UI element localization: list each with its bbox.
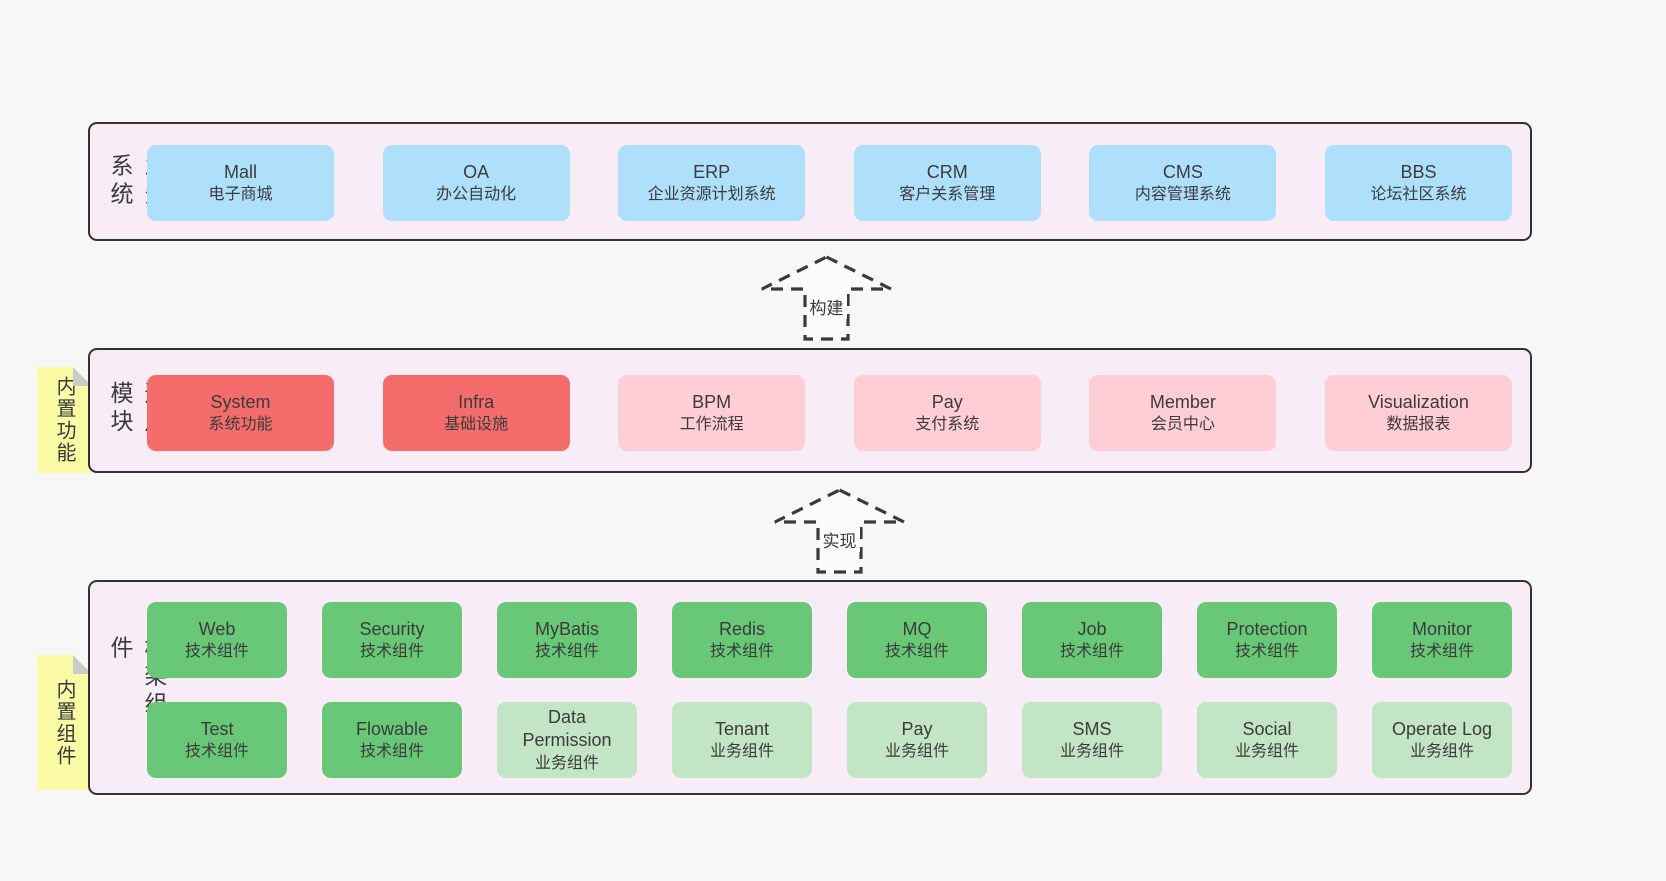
box-desc: 电子商城 [208,186,273,204]
box-desc: 工作流程 [679,416,744,434]
box-name: SMS [1072,718,1112,739]
box-desc: 业务组件 [1409,743,1474,761]
box-oa: OA 办公自动化 [382,145,570,221]
box-member: Member 会员中心 [1089,375,1277,451]
box-name: CRM [926,161,968,182]
box-name: CMS [1162,161,1203,182]
box-desc: 技术组件 [359,743,424,761]
box-visualization: Visualization 数据报表 [1324,375,1512,451]
business-systems-row: Mall 电子商城 OA 办公自动化 ERP 企业资源计划系统 CRM 客户关系… [147,145,1512,221]
band-common-modules: 通用模块 System 系统功能 Infra 基础设施 BPM 工作流程 Pay… [88,348,1532,473]
box-desc: 基础设施 [444,416,509,434]
box-desc: 技术组件 [709,643,774,661]
box-redis: Redis 技术组件 [672,602,812,678]
sticky-note-label: 内置组件 [53,678,75,767]
box-name: Operate Log [1391,718,1493,739]
common-modules-row: System 系统功能 Infra 基础设施 BPM 工作流程 Pay 支付系统… [147,375,1512,451]
box-desc: 技术组件 [184,643,249,661]
arrow-build-label: 构建 [806,294,847,319]
box-name: BBS [1400,161,1437,182]
box-erp: ERP 企业资源计划系统 [618,145,806,221]
box-desc: 技术组件 [359,643,424,661]
box-name: Tenant [714,718,770,739]
box-name: Social [1242,718,1292,739]
box-desc: 技术组件 [534,643,599,661]
band-business-systems: 业务系统 Mall 电子商城 OA 办公自动化 ERP 企业资源计划系统 CRM… [88,122,1532,241]
box-job: Job 技术组件 [1022,602,1162,678]
box-name: System [210,391,271,412]
box-name: Job [1077,618,1107,639]
sticky-note-label: 内置功能 [53,376,75,464]
box-desc: 企业资源计划系统 [647,186,776,204]
box-name: MyBatis [534,618,599,639]
box-bbs: BBS 论坛社区系统 [1324,145,1512,221]
box-name: Infra [458,391,495,412]
box-desc: 办公自动化 [436,186,517,204]
box-desc: 系统功能 [208,416,273,434]
box-bpm: BPM 工作流程 [618,375,806,451]
box-desc: 技术组件 [1234,643,1299,661]
box-operate-log: Operate Log 业务组件 [1372,702,1512,778]
box-pay-component: Pay 业务组件 [847,702,987,778]
box-desc: 技术组件 [884,643,949,661]
box-security: Security 技术组件 [322,602,462,678]
box-desc: 客户关系管理 [899,186,996,204]
box-name: OA [463,161,490,182]
box-name: Pay [931,391,963,412]
box-desc: 内容管理系统 [1134,186,1231,204]
box-name: Mall [223,161,257,182]
box-tenant: Tenant 业务组件 [672,702,812,778]
box-desc: 业务组件 [709,743,774,761]
box-desc: 业务组件 [884,743,949,761]
box-test: Test 技术组件 [147,702,287,778]
arrow-build: 构建 [758,254,895,342]
box-name: MQ [902,618,932,639]
box-name: Pay [901,718,933,739]
arrow-implement-label: 实现 [819,527,860,552]
box-crm: CRM 客户关系管理 [853,145,1041,221]
box-desc: 会员中心 [1150,416,1215,434]
box-infra: Infra 基础设施 [382,375,570,451]
box-mq: MQ 技术组件 [847,602,987,678]
box-flowable: Flowable 技术组件 [322,702,462,778]
box-name: Protection [1226,618,1308,639]
box-system: System 系统功能 [147,375,334,451]
box-name: Security [359,618,425,639]
box-data-permission: Data Permission 业务组件 [497,702,637,778]
sticky-note-builtin-features: 内置功能 [37,367,92,473]
framework-components-row-1: Web 技术组件 Security 技术组件 MyBatis 技术组件 Redi… [147,602,1512,678]
box-web: Web 技术组件 [147,602,287,678]
box-cms: CMS 内容管理系统 [1089,145,1277,221]
box-desc: 技术组件 [1059,643,1124,661]
framework-components-row-2: Test 技术组件 Flowable 技术组件 Data Permission … [147,702,1512,778]
box-name: Member [1149,391,1216,412]
box-desc: 技术组件 [184,743,249,761]
box-desc: 数据报表 [1386,416,1451,434]
box-desc: 业务组件 [1234,743,1299,761]
arrow-implement: 实现 [771,487,908,575]
box-name: Redis [718,618,766,639]
box-name: ERP [693,161,731,182]
box-desc: 业务组件 [1059,743,1124,761]
band-framework-components: 框架组件 Web 技术组件 Security 技术组件 MyBatis 技术组件… [88,580,1532,795]
box-name: Data Permission [522,706,612,751]
sticky-note-builtin-components: 内置组件 [37,655,92,790]
box-name: BPM [692,391,732,412]
box-desc: 论坛社区系统 [1370,186,1467,204]
box-name: Web [198,618,236,639]
box-sms: SMS 业务组件 [1022,702,1162,778]
box-mybatis: MyBatis 技术组件 [497,602,637,678]
box-monitor: Monitor 技术组件 [1372,602,1512,678]
box-desc: 业务组件 [534,755,599,773]
box-name: Monitor [1411,618,1473,639]
box-pay: Pay 支付系统 [853,375,1041,451]
box-mall: Mall 电子商城 [147,145,334,221]
box-social: Social 业务组件 [1197,702,1337,778]
box-desc: 支付系统 [915,416,980,434]
box-name: Flowable [355,718,429,739]
box-name: Test [200,718,234,739]
box-desc: 技术组件 [1409,643,1474,661]
box-protection: Protection 技术组件 [1197,602,1337,678]
box-name: Visualization [1368,391,1469,412]
